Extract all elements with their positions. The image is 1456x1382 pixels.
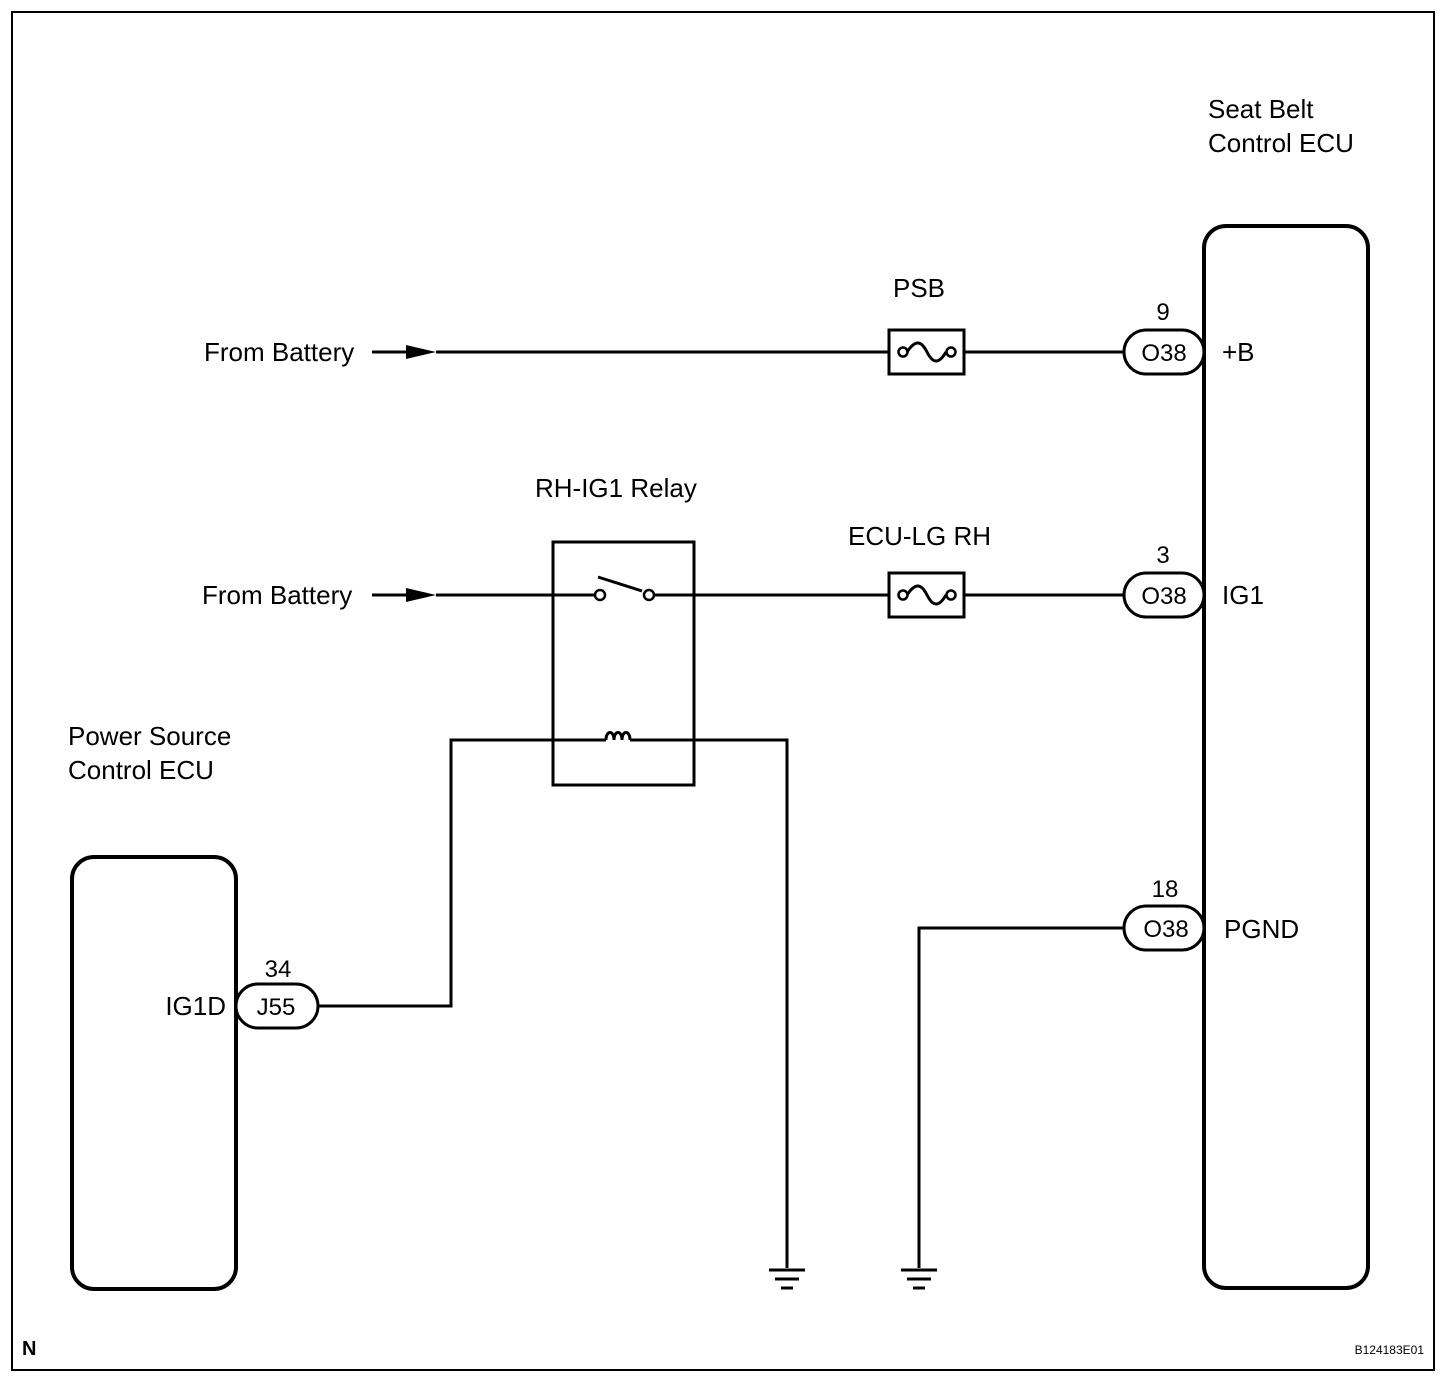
connector-o38-b-label: O38 — [1141, 340, 1186, 367]
circuit-pgnd: 18 O38 PGND — [901, 876, 1299, 1290]
fuse-ecu-lg-terminal-left — [897, 589, 909, 601]
terminal-pgnd-label: PGND — [1224, 914, 1299, 944]
fuse-psb-label: PSB — [893, 273, 945, 303]
connector-o38-ig1 — [1122, 571, 1206, 619]
pin-number-18: 18 — [1152, 876, 1179, 903]
diagram-code: B124183E01 — [1355, 1343, 1425, 1357]
fuse-psb-terminal-right — [945, 346, 957, 358]
fuse-ecu-lg-label: ECU-LG RH — [848, 521, 991, 551]
fuse-ecu-lg-terminal-right — [945, 589, 957, 601]
ground-symbol-relay — [769, 1268, 805, 1290]
connector-o38-pgnd-label: O38 — [1143, 916, 1188, 943]
relay-coil-icon — [604, 731, 632, 741]
pin-number-3: 3 — [1156, 542, 1169, 569]
fuse-psb-element — [905, 341, 948, 363]
seat-belt-ecu-body — [1202, 224, 1370, 1290]
power-source-ecu-label-line1: Power Source — [68, 721, 231, 751]
power-source-ecu-body — [70, 855, 238, 1291]
circuit-ig1: From Battery RH-IG1 Relay ECU-LG RH 3 O3… — [202, 473, 1264, 787]
from-battery-label-top: From Battery — [204, 337, 354, 367]
wire-pgnd-to-ground — [917, 926, 1124, 1268]
connector-j55 — [234, 982, 320, 1030]
power-source-control-ecu: Power Source Control ECU — [68, 721, 238, 1291]
relay-label: RH-IG1 Relay — [535, 473, 697, 503]
connector-o38-b — [1122, 328, 1206, 376]
connector-o38-pgnd — [1122, 904, 1206, 952]
relay-box — [551, 540, 696, 787]
seat-belt-control-ecu: Seat Belt Control ECU — [1202, 94, 1370, 1290]
pin-number-34: 34 — [265, 956, 292, 983]
corner-letter: N — [22, 1338, 36, 1360]
circuit-b-plus: From Battery PSB 9 O38 +B — [204, 273, 1255, 376]
diagram-frame — [11, 11, 1435, 1371]
relay-switch-blade — [597, 575, 643, 593]
pin-number-9: 9 — [1156, 299, 1169, 326]
fuse-ecu-lg-element — [905, 584, 948, 606]
seat-belt-ecu-label-line1: Seat Belt — [1208, 94, 1314, 124]
circuit-relay-coil: 34 J55 IG1D — [165, 731, 805, 1290]
wire-ig1d-to-coil — [318, 738, 606, 1008]
terminal-b-plus-label: +B — [1222, 337, 1255, 367]
terminal-ig1-label: IG1 — [1222, 580, 1264, 610]
relay-switch-contact-right — [642, 588, 656, 602]
connector-j55-label: J55 — [257, 994, 296, 1021]
fuse-psb-terminal-left — [897, 346, 909, 358]
relay-switch-contact-left — [593, 588, 607, 602]
battery-arrow-head-mid — [406, 588, 436, 602]
wire-coil-to-ground — [640, 738, 789, 1268]
battery-arrow-head-top — [406, 345, 436, 359]
power-source-ecu-label-line2: Control ECU — [68, 755, 214, 785]
seat-belt-ecu-label-line2: Control ECU — [1208, 128, 1354, 158]
terminal-ig1d-label: IG1D — [165, 991, 226, 1021]
ground-symbol-pgnd — [901, 1268, 937, 1290]
from-battery-label-mid: From Battery — [202, 580, 352, 610]
connector-o38-ig1-label: O38 — [1141, 583, 1186, 610]
